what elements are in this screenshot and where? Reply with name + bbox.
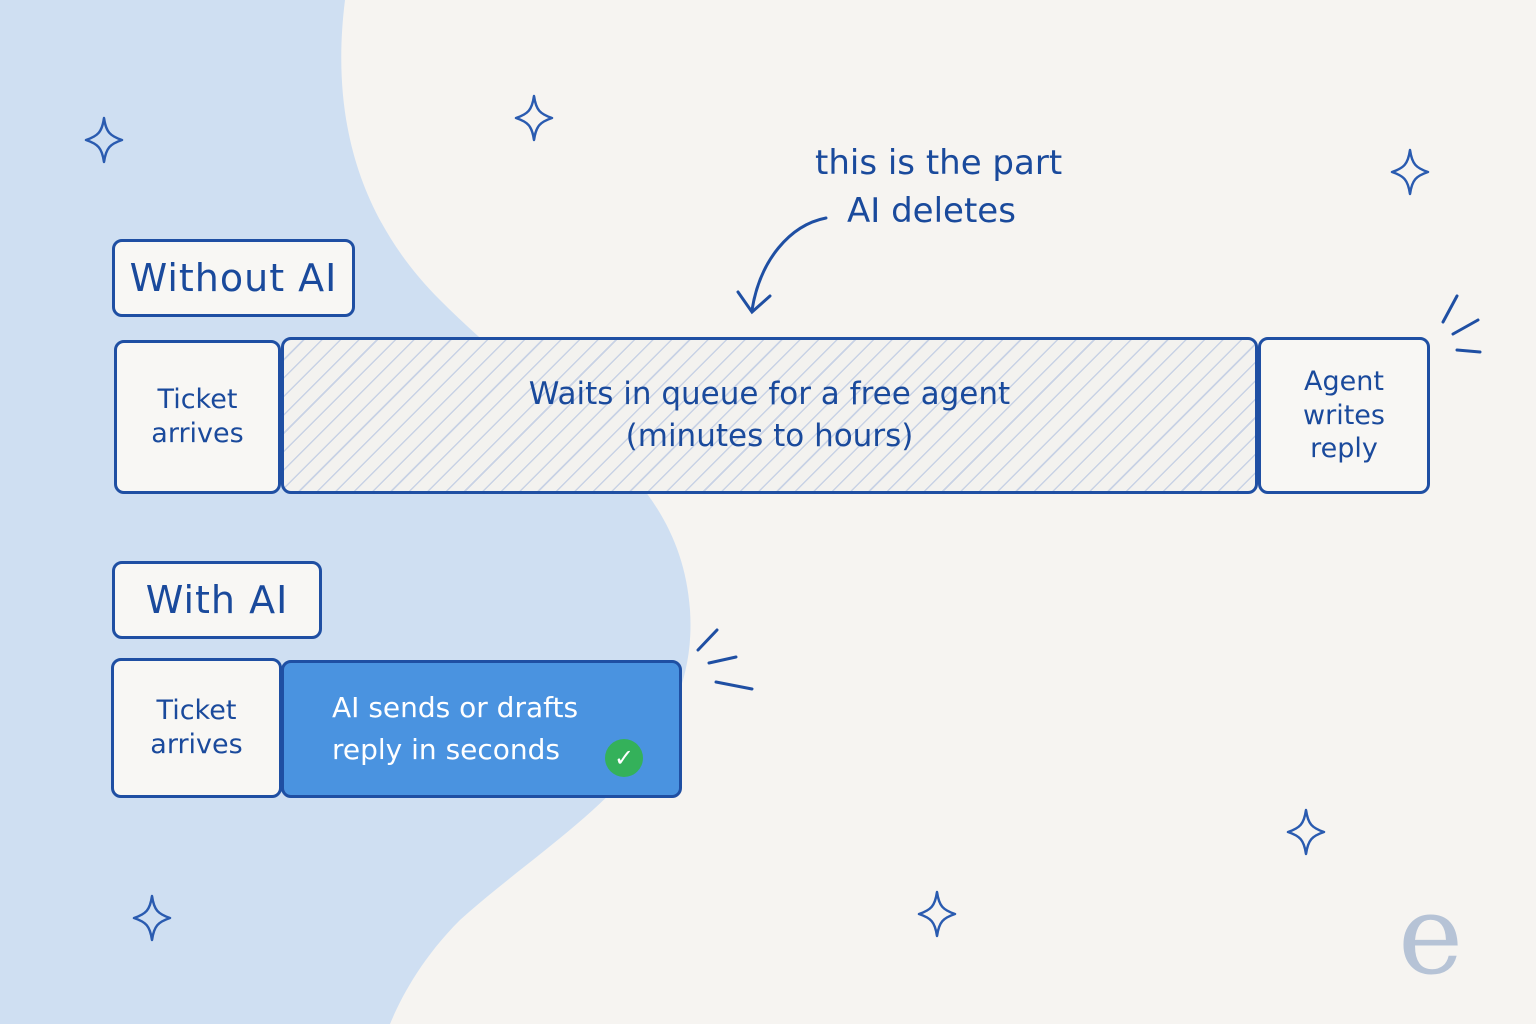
sparkle-icon (132, 894, 172, 942)
emphasis-mark (714, 680, 754, 691)
step-line: Ticket (156, 695, 237, 727)
with-ai-label: With AI (112, 561, 322, 639)
annotation-line1: this is the part (815, 143, 1063, 183)
sparkle-icon (917, 890, 957, 938)
step-line: reply (1310, 433, 1378, 465)
sparkle-icon (1390, 148, 1430, 196)
with-ai-step-ai-reply: AI sends or drafts reply in seconds (281, 660, 682, 798)
emphasis-mark (1455, 348, 1482, 354)
emphasis-mark (696, 628, 719, 652)
curved-arrow-icon (750, 216, 828, 312)
sparkle-icon (514, 94, 554, 142)
step-line: Ticket (157, 384, 238, 416)
without-ai-step-ticket-arrives: Ticket arrives (114, 340, 281, 494)
without-ai-label: Without AI (112, 239, 355, 317)
ai-step-line1: AI sends or drafts (332, 691, 579, 724)
emphasis-mark (1441, 294, 1459, 324)
wait-line2: (minutes to hours) (625, 417, 914, 454)
sparkle-icon (84, 116, 124, 164)
checkmark-icon: ✓ (605, 739, 643, 777)
without-ai-step-wait-queue: Waits in queue for a free agent (minutes… (281, 337, 1258, 494)
emphasis-mark (1451, 318, 1480, 336)
sparkle-icon (1286, 808, 1326, 856)
without-ai-step-agent-writes-reply: Agent writes reply (1258, 337, 1430, 494)
step-line: arrives (151, 418, 244, 449)
step-line: writes (1303, 399, 1385, 431)
step-line: arrives (150, 729, 243, 760)
annotation: this is the part AI deletes (815, 140, 1062, 235)
brand-logo: e (1398, 871, 1464, 999)
ai-step-line2: reply in seconds (332, 733, 561, 766)
wait-line1: Waits in queue for a free agent (528, 375, 1011, 412)
step-line: Agent (1304, 365, 1384, 397)
emphasis-mark (707, 655, 738, 665)
with-ai-step-ticket-arrives: Ticket arrives (111, 658, 282, 798)
annotation-line2: AI deletes (847, 190, 1016, 231)
arrow-head (736, 290, 772, 315)
